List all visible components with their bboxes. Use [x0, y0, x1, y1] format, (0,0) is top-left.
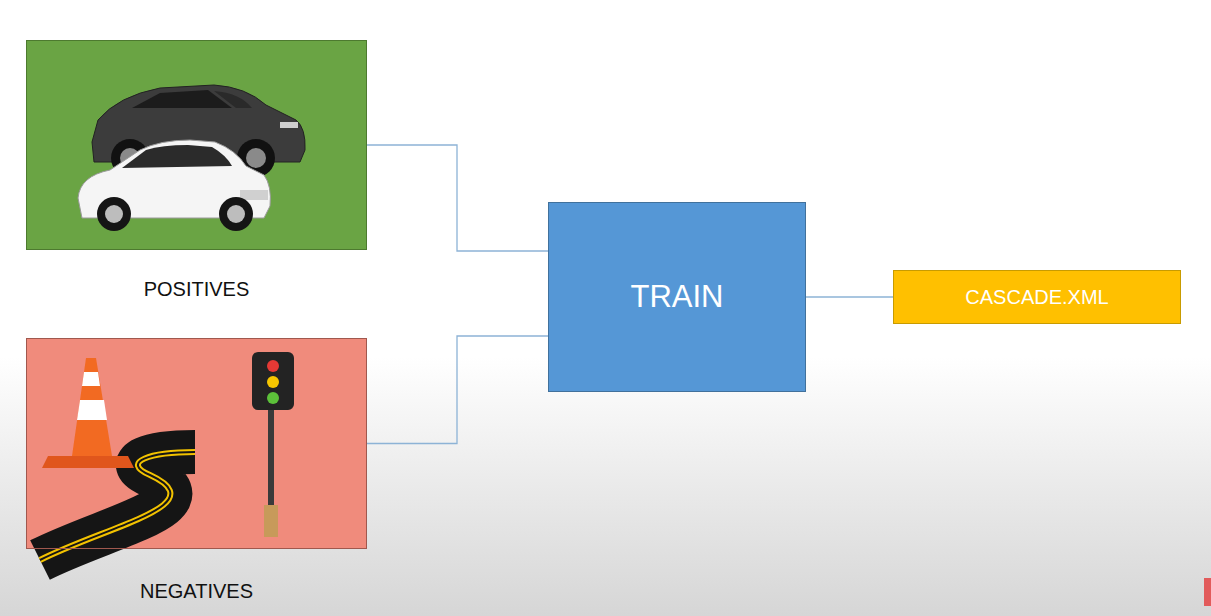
negatives-panel: NEGATIVES — [26, 338, 367, 549]
positives-ground — [26, 40, 367, 250]
box-label: TRAIN — [623, 278, 732, 315]
panel-label: NEGATIVES — [27, 579, 366, 603]
panel-label: POSITIVES — [27, 277, 366, 301]
negatives-ground — [26, 338, 367, 549]
process-box: TRAIN — [548, 202, 806, 392]
road — [40, 452, 195, 560]
connector-line — [367, 145, 548, 251]
white-car — [78, 140, 270, 231]
traffic-cone — [42, 358, 134, 468]
traffic-light — [252, 352, 294, 537]
output-box: CASCADE.XML — [893, 270, 1181, 324]
corner-mark — [1204, 578, 1211, 606]
connector-line — [806, 296, 893, 297]
connector-line — [367, 336, 548, 444]
box-label: CASCADE.XML — [957, 285, 1116, 309]
positives-panel: POSITIVES — [26, 40, 367, 250]
